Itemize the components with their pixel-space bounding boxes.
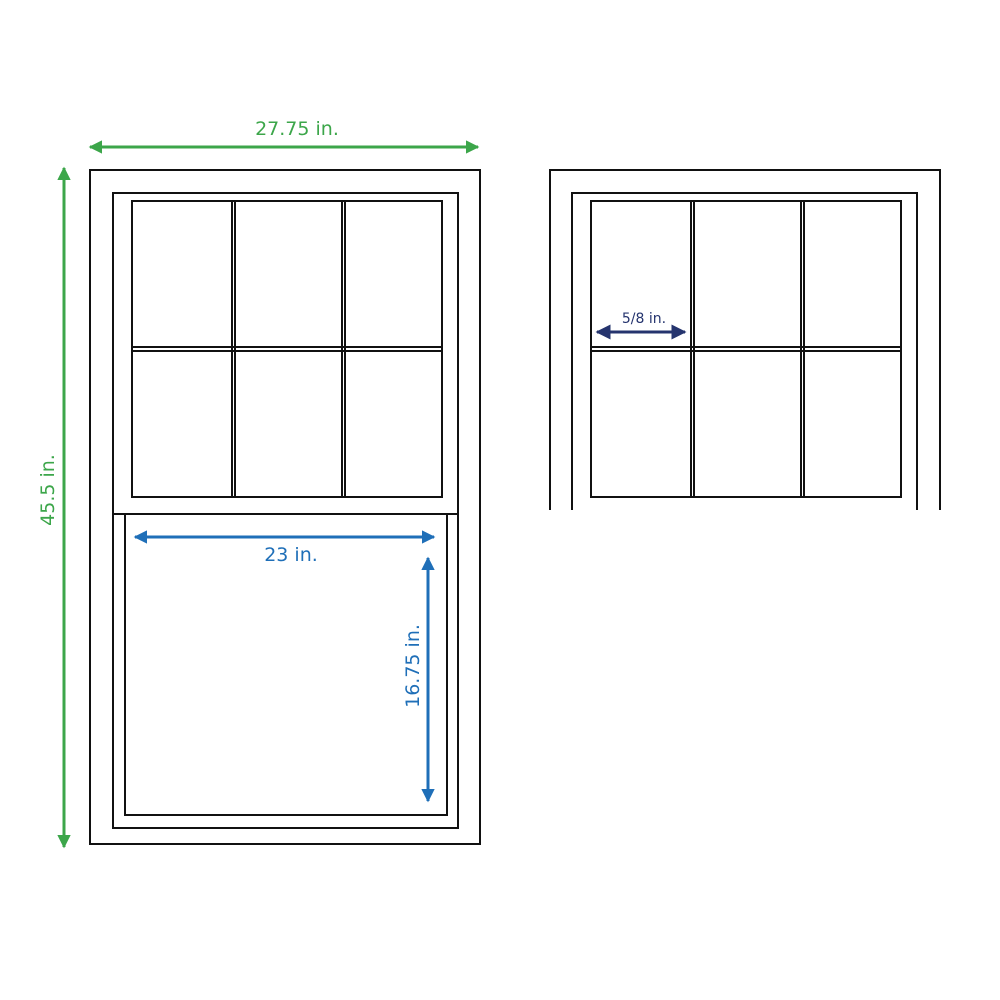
detail-muntins xyxy=(591,201,901,497)
upper-sash-glass xyxy=(131,200,443,498)
sash-height-label: 16.75 in. xyxy=(402,624,424,708)
overall-width-label: 27.75 in. xyxy=(255,118,339,140)
upper-muntins xyxy=(132,201,442,497)
detail-inner-frame xyxy=(571,192,918,510)
muntin-width-label: 5/8 in. xyxy=(622,311,666,327)
outer-frame xyxy=(89,169,481,845)
sash-width-label: 23 in. xyxy=(264,544,318,566)
overall-height-label: 45.5 in. xyxy=(37,454,59,526)
lower-sash xyxy=(124,513,448,816)
window-detail xyxy=(549,169,941,510)
detail-outer-frame xyxy=(549,169,941,510)
full-window xyxy=(89,169,481,845)
inner-frame xyxy=(112,192,459,829)
detail-sash-glass xyxy=(590,200,902,498)
